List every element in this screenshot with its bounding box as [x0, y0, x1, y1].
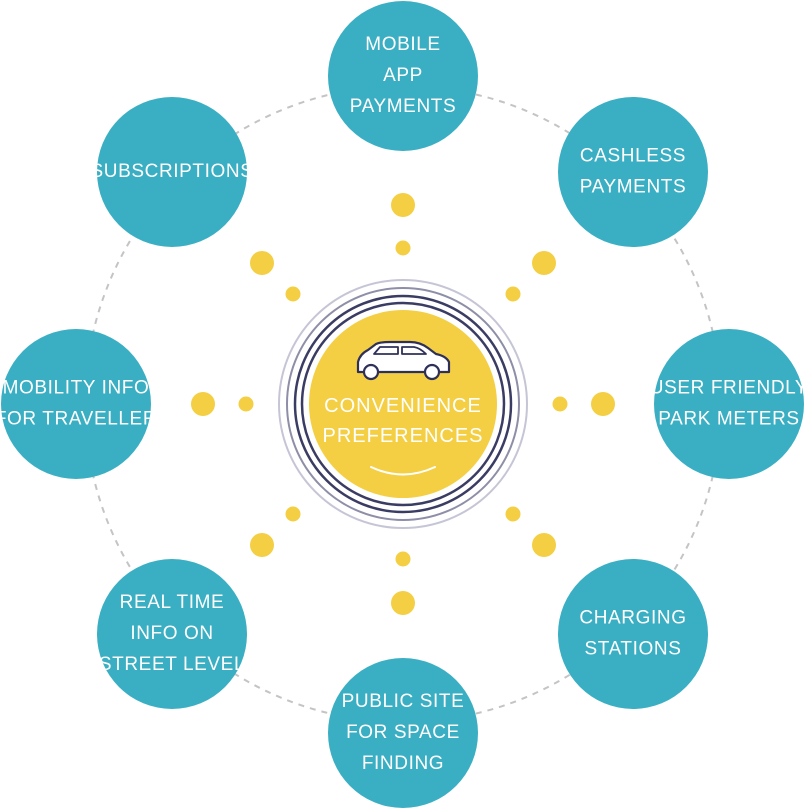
node-circle — [654, 329, 804, 479]
node-label: CHARGING STATIONS — [579, 608, 686, 660]
node-circle — [558, 559, 708, 709]
car-icon — [356, 340, 451, 381]
node-user-friendly-park-meters: USER FRIENDLY PARK METERS — [650, 329, 805, 479]
node-label: PUBLIC SITE FOR SPACE FINDING — [342, 691, 465, 774]
node-label: SUBSCRIPTIONS — [91, 161, 254, 182]
node-label-line: USER FRIENDLY — [650, 378, 805, 399]
node-circle — [97, 97, 247, 247]
node-cashless-payments: CASHLESS PAYMENTS — [558, 97, 708, 247]
node-label-line: STATIONS — [585, 639, 682, 660]
node-label-line: REAL TIME — [120, 592, 225, 613]
node-label-line: PARK METERS — [658, 409, 799, 430]
node-label: CASHLESS PAYMENTS — [580, 146, 687, 198]
node-label-line: FINDING — [362, 753, 444, 774]
node-label-line: SUBSCRIPTIONS — [91, 161, 254, 182]
node-label-line: MOBILITY INFO — [3, 378, 150, 399]
node-circle — [328, 1, 478, 151]
node-label-line: FOR TRAVELLER — [0, 409, 157, 430]
node-label-line: PAYMENTS — [350, 96, 457, 117]
spoke-dot — [191, 392, 215, 416]
node-subscriptions: SUBSCRIPTIONS — [91, 97, 254, 247]
spoke-dot — [532, 251, 556, 275]
inner-ring-dark — [300, 301, 506, 507]
spoke-dot — [591, 392, 615, 416]
center-label-line: CONVENIENCE — [324, 395, 482, 417]
node-label-line: PUBLIC SITE — [342, 691, 465, 712]
spoke-dot — [391, 591, 415, 615]
spoke-dot — [285, 286, 301, 302]
node-circle — [97, 559, 247, 709]
spoke-dot — [505, 506, 521, 522]
outer-ring-dark — [293, 294, 513, 514]
node-label-line: PAYMENTS — [580, 177, 687, 198]
center-label: CONVENIENCE PREFERENCES — [322, 395, 483, 447]
node-public-site-for-space-finding: PUBLIC SITE FOR SPACE FINDING — [328, 658, 478, 808]
node-label-line: STREET LEVEL — [99, 654, 245, 675]
node-mobility-info-for-traveller: MOBILITY INFO FOR TRAVELLER — [0, 329, 157, 479]
spoke-dot — [552, 396, 568, 412]
node-label-line: FOR SPACE — [346, 722, 460, 743]
node-circle — [558, 97, 708, 247]
spoke-dots — [191, 193, 615, 615]
outer-ring-mid — [286, 287, 520, 521]
spoke-dot — [250, 251, 274, 275]
center-circle — [309, 310, 497, 498]
spoke-dot — [391, 193, 415, 217]
node-circle — [1, 329, 151, 479]
node-label-line: INFO ON — [130, 623, 213, 644]
node-label-line: CASHLESS — [580, 146, 686, 167]
node-label-line: MOBILE — [365, 34, 440, 55]
node-circle — [328, 658, 478, 808]
center-label-line: PREFERENCES — [322, 425, 483, 447]
spoke-dot — [285, 506, 301, 522]
smile-arc — [370, 466, 436, 476]
node-label-line: CHARGING — [579, 608, 686, 629]
node-label: MOBILE APP PAYMENTS — [350, 34, 457, 117]
spoke-dot — [505, 286, 521, 302]
spoke-dot — [532, 533, 556, 557]
node-label: USER FRIENDLY PARK METERS — [650, 378, 805, 430]
node-charging-stations: CHARGING STATIONS — [558, 559, 708, 709]
node-mobile-app-payments: MOBILE APP PAYMENTS — [328, 1, 478, 151]
node-label-line: APP — [383, 65, 423, 86]
outer-ring-light — [278, 279, 528, 529]
spoke-dot — [395, 551, 411, 567]
spoke-dot — [395, 240, 411, 256]
spoke-dot — [238, 396, 254, 412]
node-label: MOBILITY INFO FOR TRAVELLER — [0, 378, 157, 430]
node-label: REAL TIME INFO ON STREET LEVEL — [99, 592, 245, 675]
node-real-time-info-on-street-level: REAL TIME INFO ON STREET LEVEL — [97, 559, 247, 709]
center-hub: CONVENIENCE PREFERENCES — [278, 279, 528, 529]
spoke-dot — [250, 533, 274, 557]
